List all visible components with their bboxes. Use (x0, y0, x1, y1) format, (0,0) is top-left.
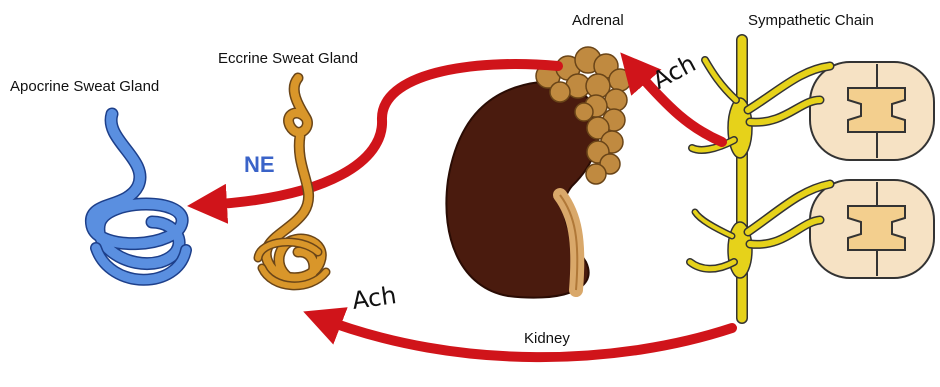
spinal-cord-upper (810, 62, 934, 160)
label-kidney: Kidney (524, 330, 570, 347)
sympathetic-chain (690, 40, 830, 318)
label-eccrine-sweat-gland: Eccrine Sweat Gland (218, 50, 358, 67)
label-adrenal: Adrenal (572, 12, 624, 29)
label-ne: NE (244, 152, 275, 178)
apocrine-sweat-gland (91, 114, 186, 280)
label-sympathetic-chain: Sympathetic Chain (748, 12, 874, 29)
spinal-cord-lower (810, 180, 934, 278)
label-apocrine-sweat-gland: Apocrine Sweat Gland (10, 78, 159, 95)
